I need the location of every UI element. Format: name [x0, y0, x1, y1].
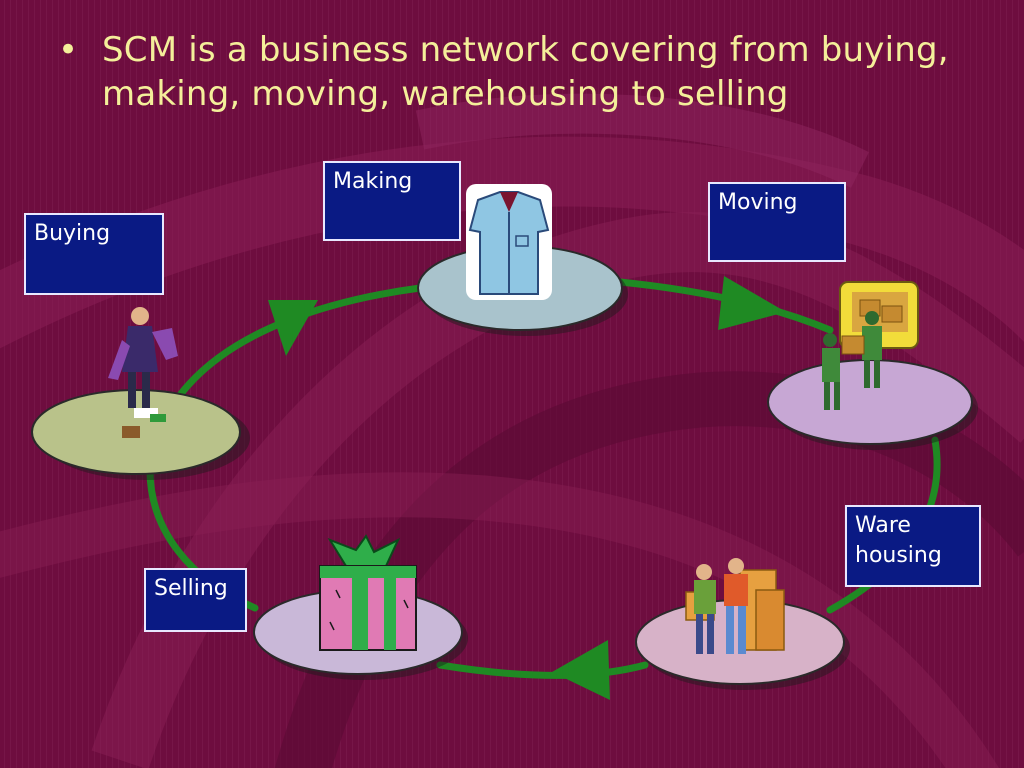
- label-warehousing-line2: housing: [855, 543, 942, 568]
- shopper-icon: [108, 307, 178, 438]
- label-making-text: Making: [333, 169, 413, 194]
- gift-box-icon: [319, 534, 417, 651]
- bullet-text: SCM is a business network covering from …: [102, 30, 949, 114]
- label-buying-text: Buying: [34, 221, 111, 246]
- label-selling: Selling: [144, 568, 247, 632]
- label-warehousing-line1: Ware: [855, 513, 911, 538]
- delivery-truck-icon: [822, 281, 919, 410]
- label-buying: Buying: [24, 213, 164, 295]
- shirt-icon: [466, 184, 552, 300]
- bullet-point: • SCM is a business network covering fro…: [58, 28, 970, 116]
- label-making: Making: [323, 161, 461, 241]
- label-warehousing: Ware housing: [845, 505, 981, 587]
- arrowhead-up: [268, 300, 318, 356]
- bullet-symbol: •: [58, 30, 79, 70]
- label-moving-text: Moving: [718, 190, 798, 215]
- label-moving: Moving: [708, 182, 846, 262]
- arrow-warehousing-to-selling: [436, 661, 649, 680]
- arrowhead-right: [718, 276, 786, 330]
- warehouse-workers-icon: [685, 558, 785, 654]
- label-selling-text: Selling: [154, 576, 228, 601]
- arrowhead-left: [552, 640, 610, 700]
